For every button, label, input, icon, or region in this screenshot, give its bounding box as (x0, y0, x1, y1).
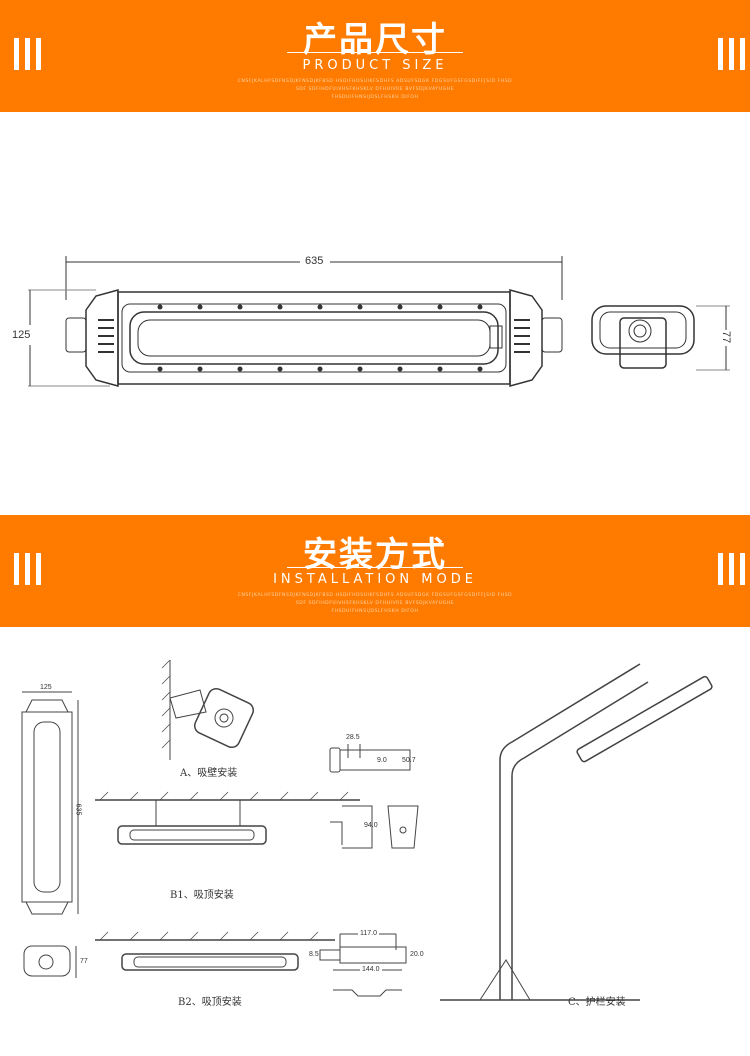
bars-icon-left (14, 553, 41, 585)
filler-line: SDF SDFIHDFUIVHSFKHSKLV DFHUIVRE BVFSDJK… (295, 601, 455, 606)
caption-ceiling-mount-b2: B2、吸顶安装 (178, 997, 242, 1008)
filler-text: CNSFJKALHFSDFNSDJKFNSDJKFBSD HSDIFHDSUIK… (215, 592, 535, 616)
section-header-installation: 安装方式 INSTALLATION MODE CNSFJKALHFSDFNSDJ… (0, 515, 750, 627)
dim-length: 635 (305, 255, 324, 267)
section-subtitle: INSTALLATION MODE (273, 572, 477, 587)
caption-ceiling-mount-b1: B1、吸顶安装 (170, 890, 234, 901)
caption-wall-mount: A、吸壁安装 (180, 768, 238, 779)
dim-height: 125 (12, 329, 31, 341)
divider (287, 52, 463, 53)
bars-icon-right (718, 38, 745, 70)
filler-line: FHSDUIFHNSIJDSLFHSKH DIFOH (331, 609, 419, 614)
section-subtitle: PRODUCT SIZE (302, 58, 448, 73)
divider (287, 567, 463, 568)
dim-a-3: 50.7 (402, 757, 416, 764)
dim-side-depth: 77 (80, 958, 88, 965)
dim-b-2: 8.5 (309, 951, 319, 958)
dim-b-4: 144.0 (360, 966, 382, 973)
filler-line: FHSDUIFHNSIJDSLFHSKH DIFOH (331, 95, 419, 100)
caption-guardrail-mount: C、护栏安装 (568, 997, 626, 1008)
bars-icon-right (718, 553, 745, 585)
filler-line: CNSFJKALHFSDFNSDJKFNSDJKFBSD HSDIFHDSUIK… (237, 79, 513, 84)
filler-line: CNSFJKALHFSDFNSDJKFNSDJKFBSD HSDIFHDSUIK… (237, 593, 513, 598)
dim-front-length: 635 (74, 803, 82, 816)
filler-line: SDF SDFIHDFUIVHSFKHSKLV DFHUIVRE BVFSDJK… (295, 87, 455, 92)
section-header-product-size: 产品尺寸 PRODUCT SIZE CNSFJKALHFSDFNSDJKFNSD… (0, 0, 750, 112)
bars-icon-left (14, 38, 41, 70)
dim-a-4: 94.0 (364, 822, 378, 829)
dim-front-width: 125 (40, 684, 52, 691)
filler-text: CNSFJKALHFSDFNSDJKFNSDJKFBSD HSDIFHDSUIK… (215, 78, 535, 102)
dim-a-1: 28.5 (346, 734, 360, 741)
dim-b-3: 20.0 (410, 951, 424, 958)
section-title: 产品尺寸 (303, 20, 447, 60)
dim-a-2: 9.0 (377, 757, 387, 764)
section-title: 安装方式 (303, 535, 447, 575)
dim-b-1: 117.0 (358, 930, 379, 937)
